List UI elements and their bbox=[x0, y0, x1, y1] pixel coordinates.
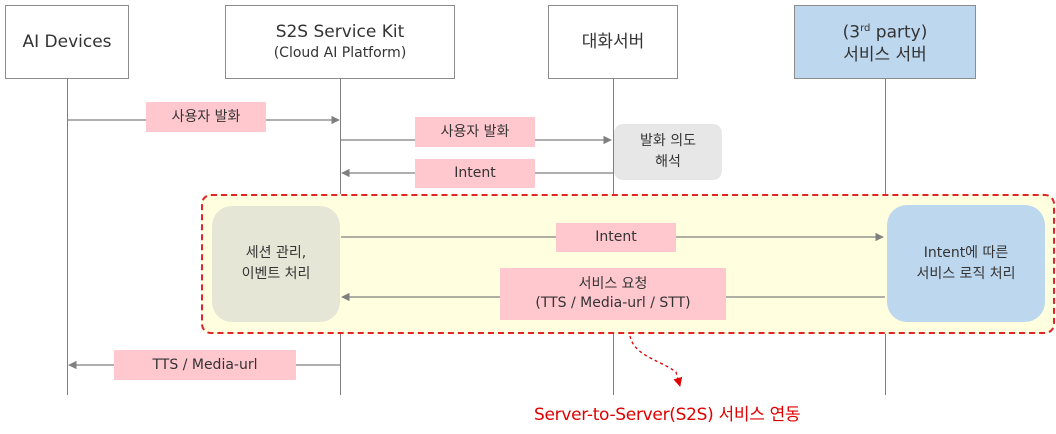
participant-ai-devices: AI Devices bbox=[5, 5, 129, 79]
intent-analysis-line1: 발화 의도 bbox=[640, 133, 696, 149]
session-management-line1: 세션 관리, bbox=[245, 245, 307, 261]
participant-third-party-title: (3rd party) bbox=[843, 18, 928, 44]
participant-dialog-server-title: 대화서버 bbox=[581, 32, 645, 52]
message-user-utterance-1: 사용자 발화 bbox=[146, 102, 266, 132]
message-user-utterance-2: 사용자 발화 bbox=[415, 117, 535, 147]
participant-third-party-subtitle: 서비스 서버 bbox=[843, 44, 927, 65]
participant-third-party: (3rd party) 서비스 서버 bbox=[794, 5, 976, 79]
session-management-box: 세션 관리, 이벤트 처리 bbox=[212, 206, 340, 322]
service-logic-line2: 서비스 로직 처리 bbox=[916, 265, 1016, 282]
participant-ai-devices-title: AI Devices bbox=[22, 32, 112, 52]
s2s-caption: Server-to-Server(S2S) 서비스 연동 bbox=[534, 405, 801, 425]
service-logic-box: Intent에 따른 서비스 로직 처리 bbox=[887, 205, 1045, 322]
participant-dialog-server: 대화서버 bbox=[548, 5, 678, 79]
intent-analysis-line2: 해석 bbox=[655, 154, 681, 170]
participant-s2s-kit-title: S2S Service Kit bbox=[275, 22, 405, 42]
caption-connector bbox=[629, 335, 683, 387]
service-request-line1: 서비스 요청 bbox=[578, 276, 648, 292]
participant-s2s-kit-subtitle: (Cloud AI Platform) bbox=[273, 45, 407, 61]
service-request-line2: (TTS / Media-url / STT) bbox=[535, 295, 691, 311]
service-logic-line1: Intent에 따른 bbox=[923, 244, 1009, 261]
third-party-title-pre: (3 bbox=[842, 22, 861, 43]
lifeline-ai-devices bbox=[67, 79, 68, 395]
participant-s2s-kit: S2S Service Kit (Cloud AI Platform) bbox=[225, 5, 455, 79]
intent-analysis-box: 발화 의도 해석 bbox=[614, 124, 722, 180]
message-intent-1: Intent bbox=[415, 159, 535, 188]
message-intent-2: Intent bbox=[556, 223, 676, 252]
message-tts-media-url: TTS / Media-url bbox=[114, 350, 296, 380]
third-party-title-post: party) bbox=[870, 22, 928, 43]
message-service-request: 서비스 요청 (TTS / Media-url / STT) bbox=[500, 268, 726, 320]
session-management-line2: 이벤트 처리 bbox=[241, 266, 311, 282]
third-party-title-sup: rd bbox=[860, 23, 871, 35]
